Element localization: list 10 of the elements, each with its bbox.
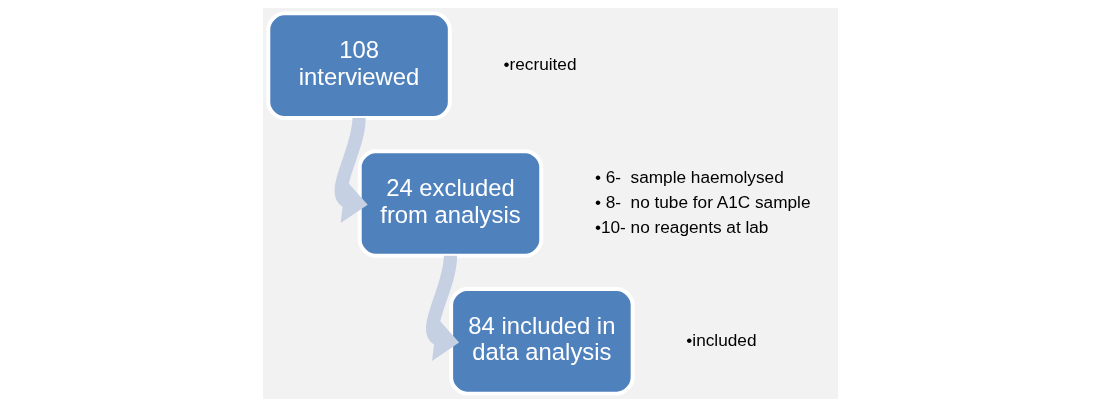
arrow	[426, 255, 460, 361]
node-box: 24 excluded from analysis	[357, 149, 544, 258]
node-label: •included	[686, 329, 757, 350]
node-box: 84 included in data analysis	[449, 286, 635, 396]
arrow	[334, 117, 368, 224]
node-label: • 8- no tube for A1C sample	[594, 192, 811, 212]
node-label: •recruited	[503, 54, 577, 75]
node-box: 108 interviewed	[266, 11, 452, 121]
node-label: •10- no reagents at lab	[594, 217, 769, 238]
node-label: • 6- sample haemolysed	[594, 166, 784, 187]
